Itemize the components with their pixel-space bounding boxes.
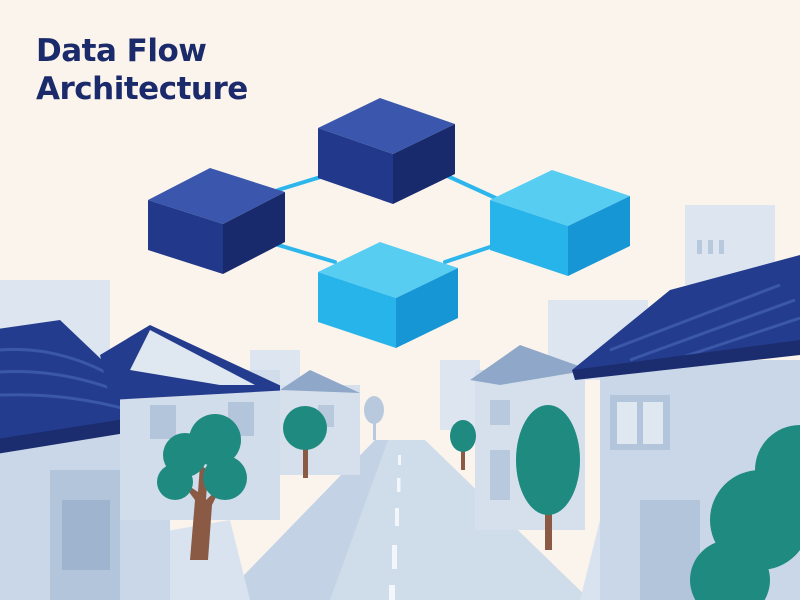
node-cube-left — [148, 168, 285, 274]
road-markings — [389, 455, 401, 600]
tree-center-far — [364, 396, 384, 440]
title-line-2: Architecture — [36, 71, 248, 107]
node-cube-right — [490, 170, 630, 276]
bush-right — [690, 425, 800, 600]
title-line-1: Data Flow — [36, 33, 207, 69]
tree-right-small — [450, 420, 476, 470]
tree-left-small — [283, 406, 327, 478]
page-title: Data Flow Architecture — [36, 32, 248, 108]
tree-left-large — [157, 414, 247, 560]
house-left-near — [0, 320, 175, 600]
node-cube-top — [318, 98, 455, 204]
node-cube-bottom — [318, 242, 458, 348]
tree-right-large — [516, 405, 580, 550]
